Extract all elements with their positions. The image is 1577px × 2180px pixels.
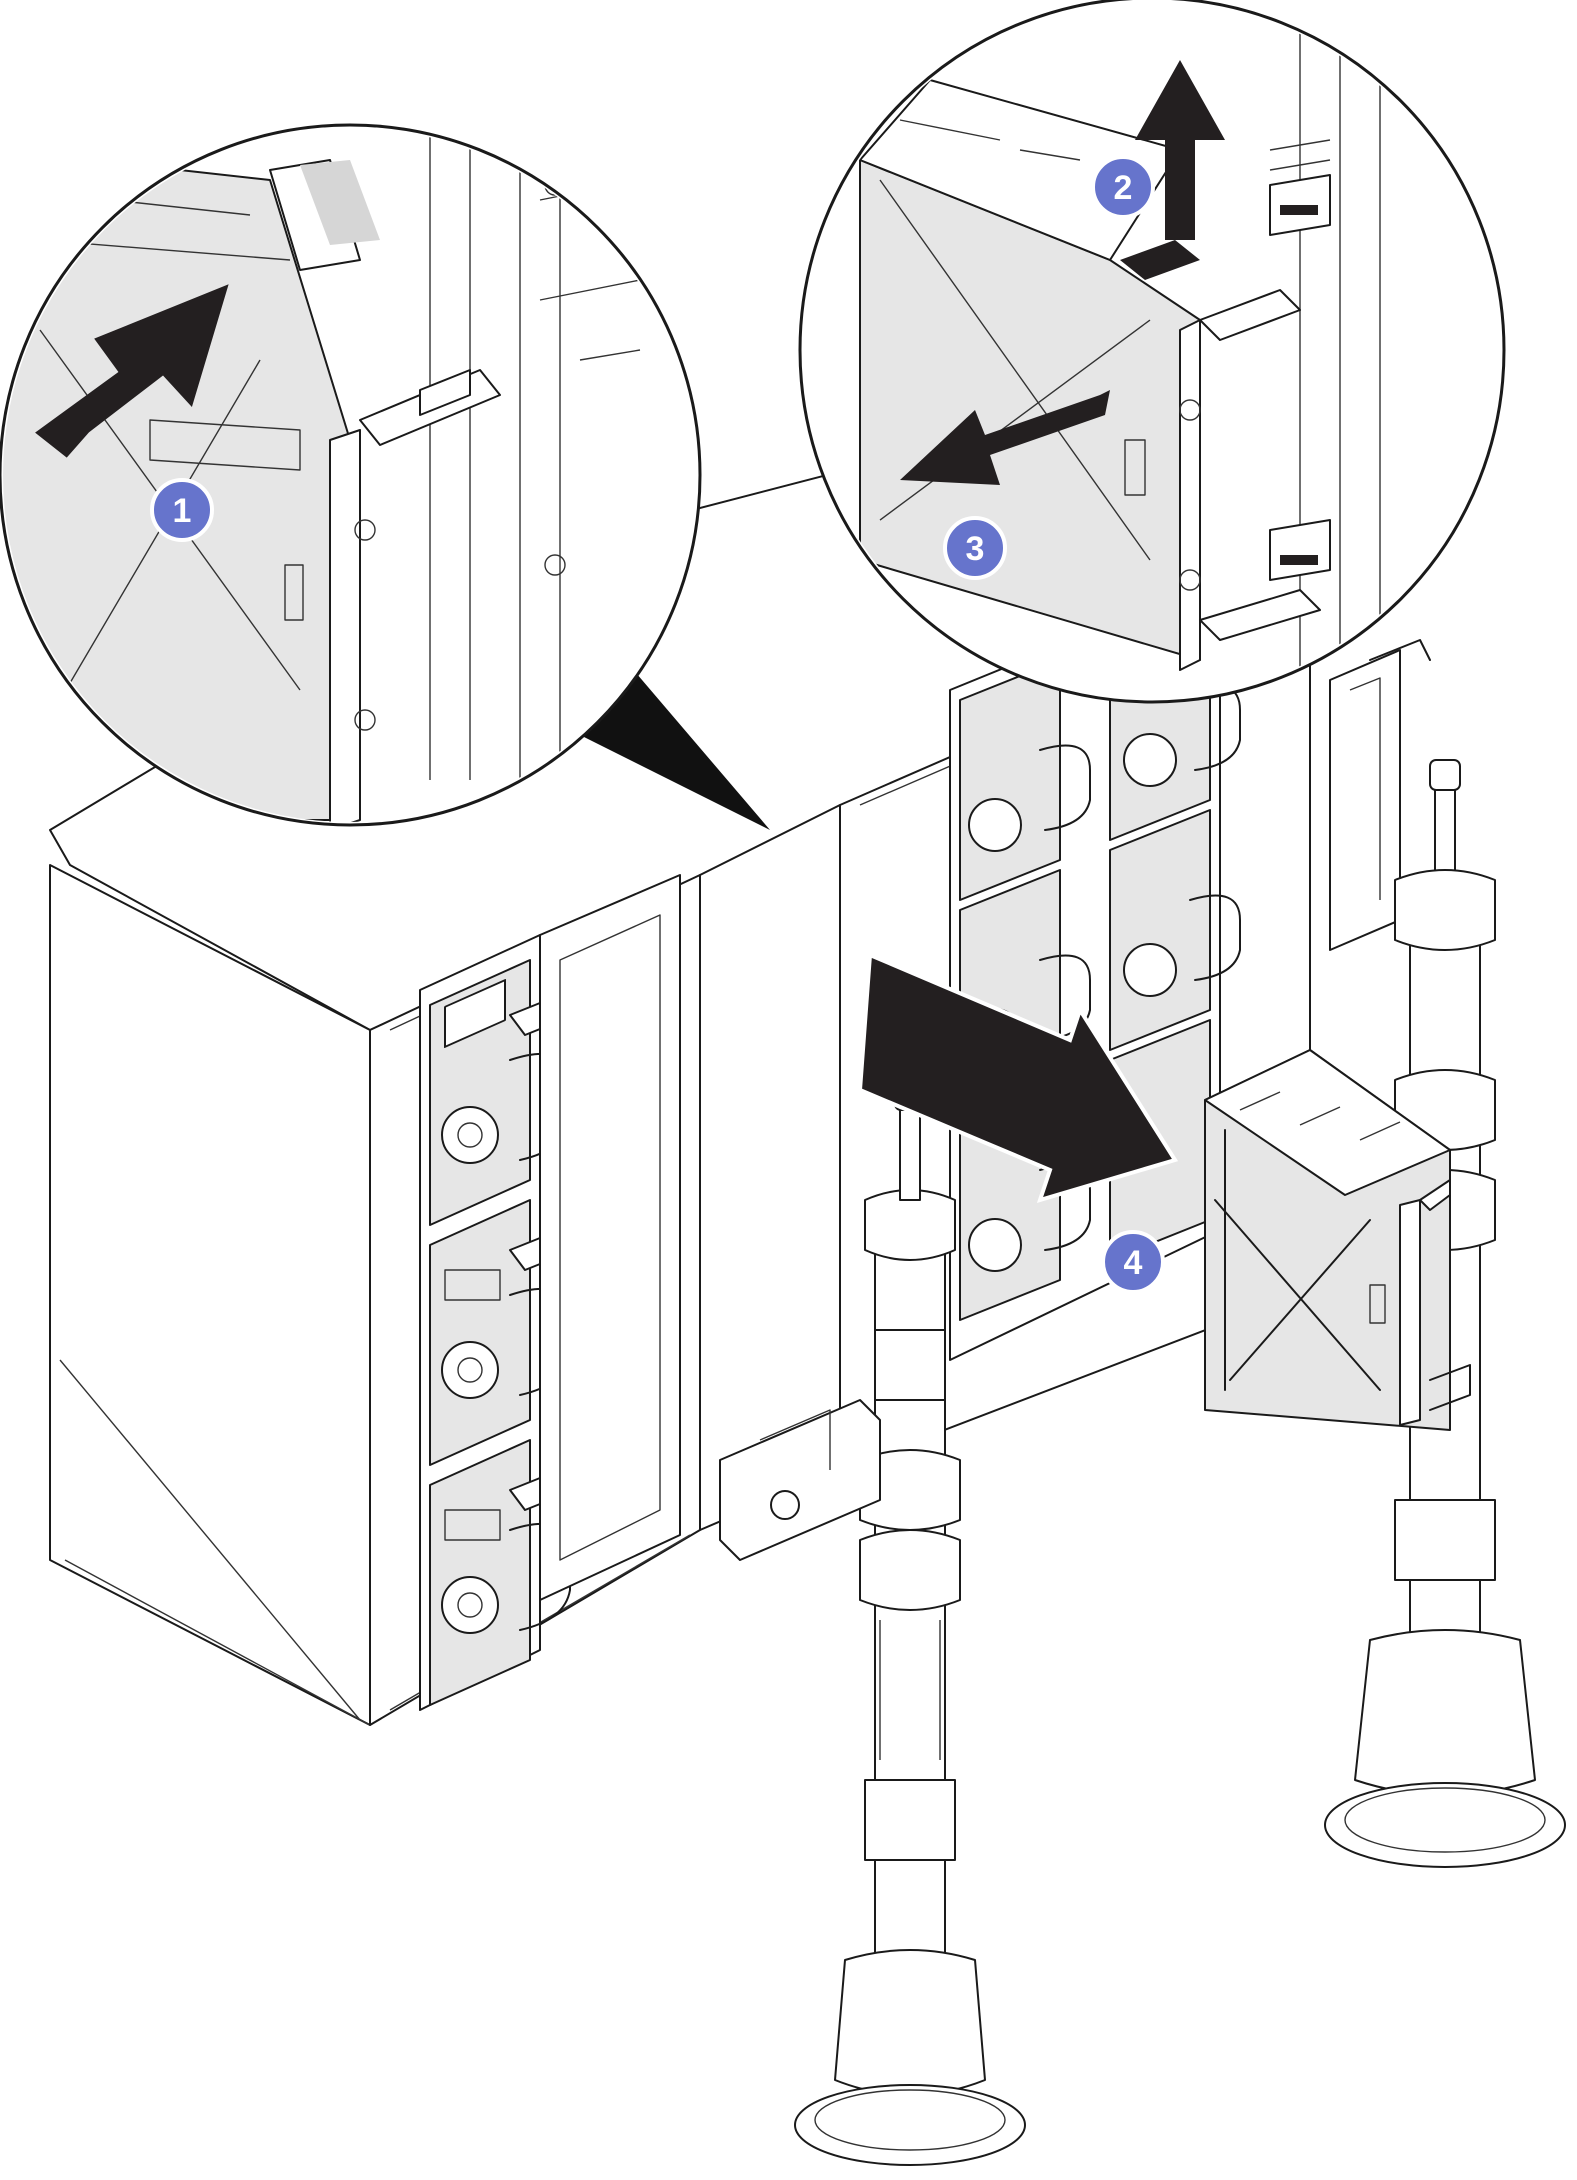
callout-circle-2 (1091, 155, 1155, 219)
zoom-detail-right (798, 0, 1506, 704)
release-latch (1280, 205, 1318, 215)
callout-label-1: 1 (173, 492, 192, 530)
coolant-pipe-front (794, 1079, 1026, 2166)
power-supply-1 (429, 959, 576, 1226)
callout-circle-4 (1101, 1230, 1165, 1294)
callout-badge-4: 4 (1101, 1230, 1165, 1294)
psu-column-left (419, 874, 681, 1711)
arrow-lift-up-icon (1135, 60, 1225, 240)
callout-label-3: 3 (966, 530, 985, 568)
base-bracket (719, 1399, 881, 1561)
callout-label-4: 4 (1124, 1244, 1143, 1282)
callout-circle-1 (150, 478, 214, 542)
callout-badge-1: 1 (150, 478, 214, 542)
arrow-pull-out-icon (900, 390, 1110, 485)
callout-badge-3: 3 (943, 516, 1007, 580)
callout-circle-3 (943, 516, 1007, 580)
arrow-remove-icon (857, 952, 1179, 1204)
arrow-push-in-icon (35, 284, 229, 458)
zoom-detail-left (0, 123, 770, 830)
psu-filler-removed (1204, 1049, 1471, 1431)
callout-label-2: 2 (1114, 169, 1133, 207)
callout-badge-2: 2 (1091, 155, 1155, 219)
